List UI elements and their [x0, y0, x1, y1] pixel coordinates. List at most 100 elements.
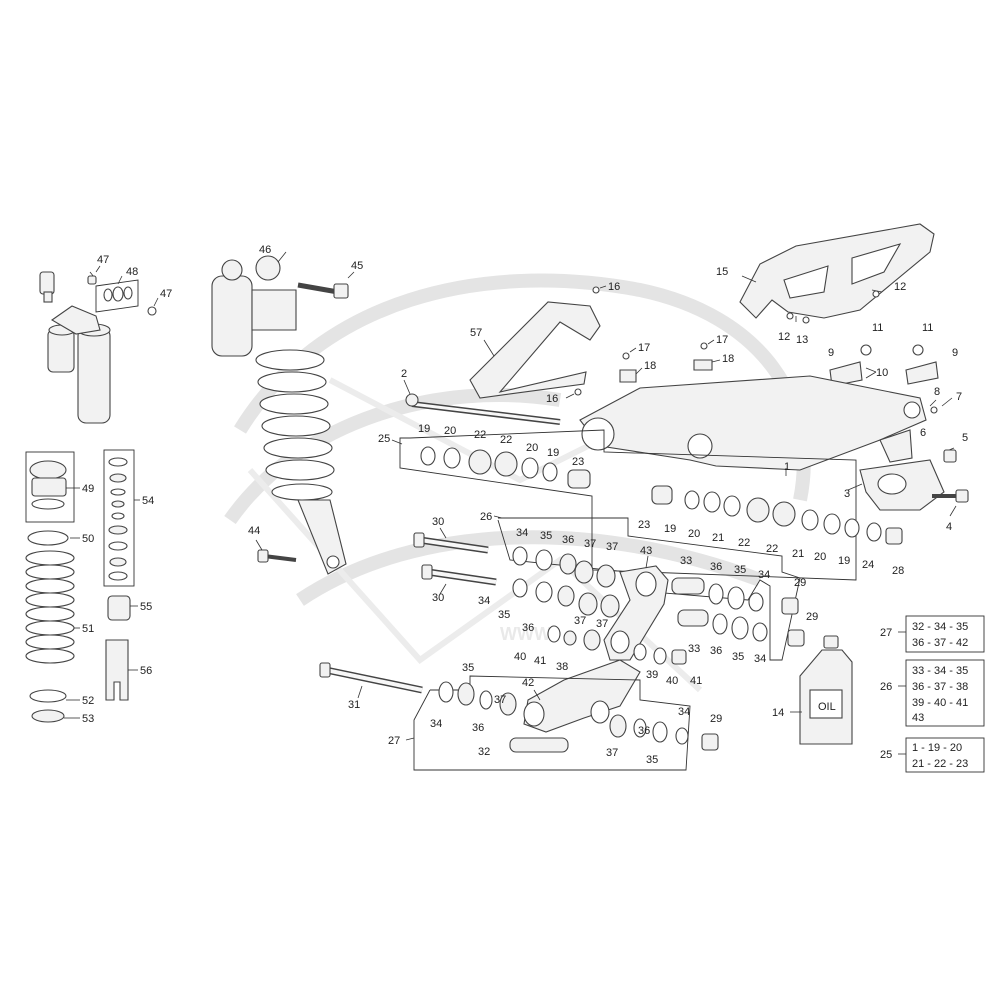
rod-bearings	[438, 681, 719, 753]
label-15: 15	[716, 266, 728, 278]
label-34a: 34	[516, 527, 528, 539]
label-16a: 16	[608, 281, 620, 293]
watermark-text: WWW.	[500, 624, 555, 644]
label-21b: 21	[792, 548, 804, 560]
pivot-shaft	[403, 379, 561, 425]
label-28: 28	[892, 565, 904, 577]
label-10: 10	[876, 367, 888, 379]
label-33a: 33	[680, 555, 692, 567]
label-19a: 19	[418, 423, 430, 435]
label-37b: 37	[606, 541, 618, 553]
label-36d: 36	[710, 645, 722, 657]
label-23b: 23	[638, 519, 650, 531]
label-34f: 34	[678, 706, 690, 718]
label-36b: 36	[522, 622, 534, 634]
label-1: 1	[784, 461, 790, 473]
oil-bottle: OIL	[790, 635, 853, 745]
label-46: 46	[259, 244, 271, 256]
kit-25-line-2: 21 - 22 - 23	[912, 758, 968, 770]
chain-guide	[847, 459, 969, 517]
label-37d: 37	[596, 618, 608, 630]
label-2: 2	[401, 368, 407, 380]
label-50: 50	[82, 533, 94, 545]
kit-27-line-2: 36 - 37 - 42	[912, 637, 968, 649]
label-40a: 40	[514, 651, 526, 663]
label-30a: 30	[432, 516, 444, 528]
label-36f: 36	[638, 725, 650, 737]
label-54: 54	[142, 495, 154, 507]
kit-26-line-1: 33 - 34 - 35	[912, 665, 968, 677]
kit-id-27: 27	[880, 627, 892, 639]
label-12b: 12	[778, 331, 790, 343]
label-17a: 17	[638, 342, 650, 354]
label-4: 4	[946, 521, 952, 533]
label-25: 25	[378, 433, 390, 445]
pivot-bearings-right	[651, 485, 903, 545]
chain-adjusters	[829, 344, 939, 387]
label-18a: 18	[644, 360, 656, 372]
kit-legend: 27 32 - 34 - 35 36 - 37 - 42 26 33 - 34 …	[880, 615, 985, 773]
kit27-frame	[413, 675, 691, 771]
label-43: 43	[640, 545, 652, 557]
linkage-bearings-upper	[512, 546, 620, 618]
rocker-small-parts	[547, 625, 687, 665]
label-16b: 16	[546, 393, 558, 405]
label-13: 13	[796, 334, 808, 346]
label-29c: 29	[710, 713, 722, 725]
label-53: 53	[82, 713, 94, 725]
label-19b: 19	[547, 447, 559, 459]
label-33b: 33	[688, 643, 700, 655]
shock-seal-group	[103, 449, 140, 701]
label-19c: 19	[664, 523, 676, 535]
label-14: 14	[772, 707, 784, 719]
label-35e: 35	[462, 662, 474, 674]
label-17b: 17	[716, 334, 728, 346]
label-41b: 41	[690, 675, 702, 687]
label-27: 27	[388, 735, 400, 747]
label-12a: 12	[894, 281, 906, 293]
label-26: 26	[480, 511, 492, 523]
label-29a: 29	[794, 577, 806, 589]
label-8: 8	[934, 386, 940, 398]
label-11b: 11	[922, 322, 933, 334]
label-40b: 40	[666, 675, 678, 687]
label-30b: 30	[432, 592, 444, 604]
label-34e: 34	[430, 718, 442, 730]
label-42: 42	[522, 677, 534, 689]
rocker-bushings	[671, 577, 805, 647]
shock-main-spring	[255, 349, 335, 501]
label-39: 39	[646, 669, 658, 681]
label-36c: 36	[710, 561, 722, 573]
connecting-rod	[319, 659, 641, 733]
label-19d: 19	[838, 555, 850, 567]
label-38: 38	[556, 661, 568, 673]
linkage-bolts	[413, 527, 497, 595]
kit-id-26: 26	[880, 681, 892, 693]
label-57: 57	[470, 327, 482, 339]
label-34c: 34	[758, 569, 770, 581]
kit25-frame	[399, 429, 857, 581]
label-9b: 9	[952, 347, 958, 359]
label-37c: 37	[574, 615, 586, 627]
label-20a: 20	[444, 425, 456, 437]
label-49: 49	[82, 483, 94, 495]
label-22a: 22	[474, 429, 486, 441]
cable-guides	[619, 339, 721, 383]
label-44: 44	[248, 525, 260, 537]
kit-26-line-2: 36 - 37 - 38	[912, 681, 968, 693]
chain-slider	[469, 285, 607, 399]
kit-id-25: 25	[880, 749, 892, 761]
label-45: 45	[351, 260, 363, 272]
label-23a: 23	[572, 456, 584, 468]
label-11a: 11	[872, 322, 883, 334]
label-24: 24	[862, 559, 874, 571]
label-3: 3	[844, 488, 850, 500]
label-35a: 35	[540, 530, 552, 542]
label-35d: 35	[732, 651, 744, 663]
label-47b: 47	[160, 288, 172, 300]
label-20c: 20	[688, 528, 700, 540]
label-22b: 22	[500, 434, 512, 446]
kit-27-line-1: 32 - 34 - 35	[912, 621, 968, 633]
label-35f: 35	[646, 754, 658, 766]
label-20d: 20	[814, 551, 826, 563]
